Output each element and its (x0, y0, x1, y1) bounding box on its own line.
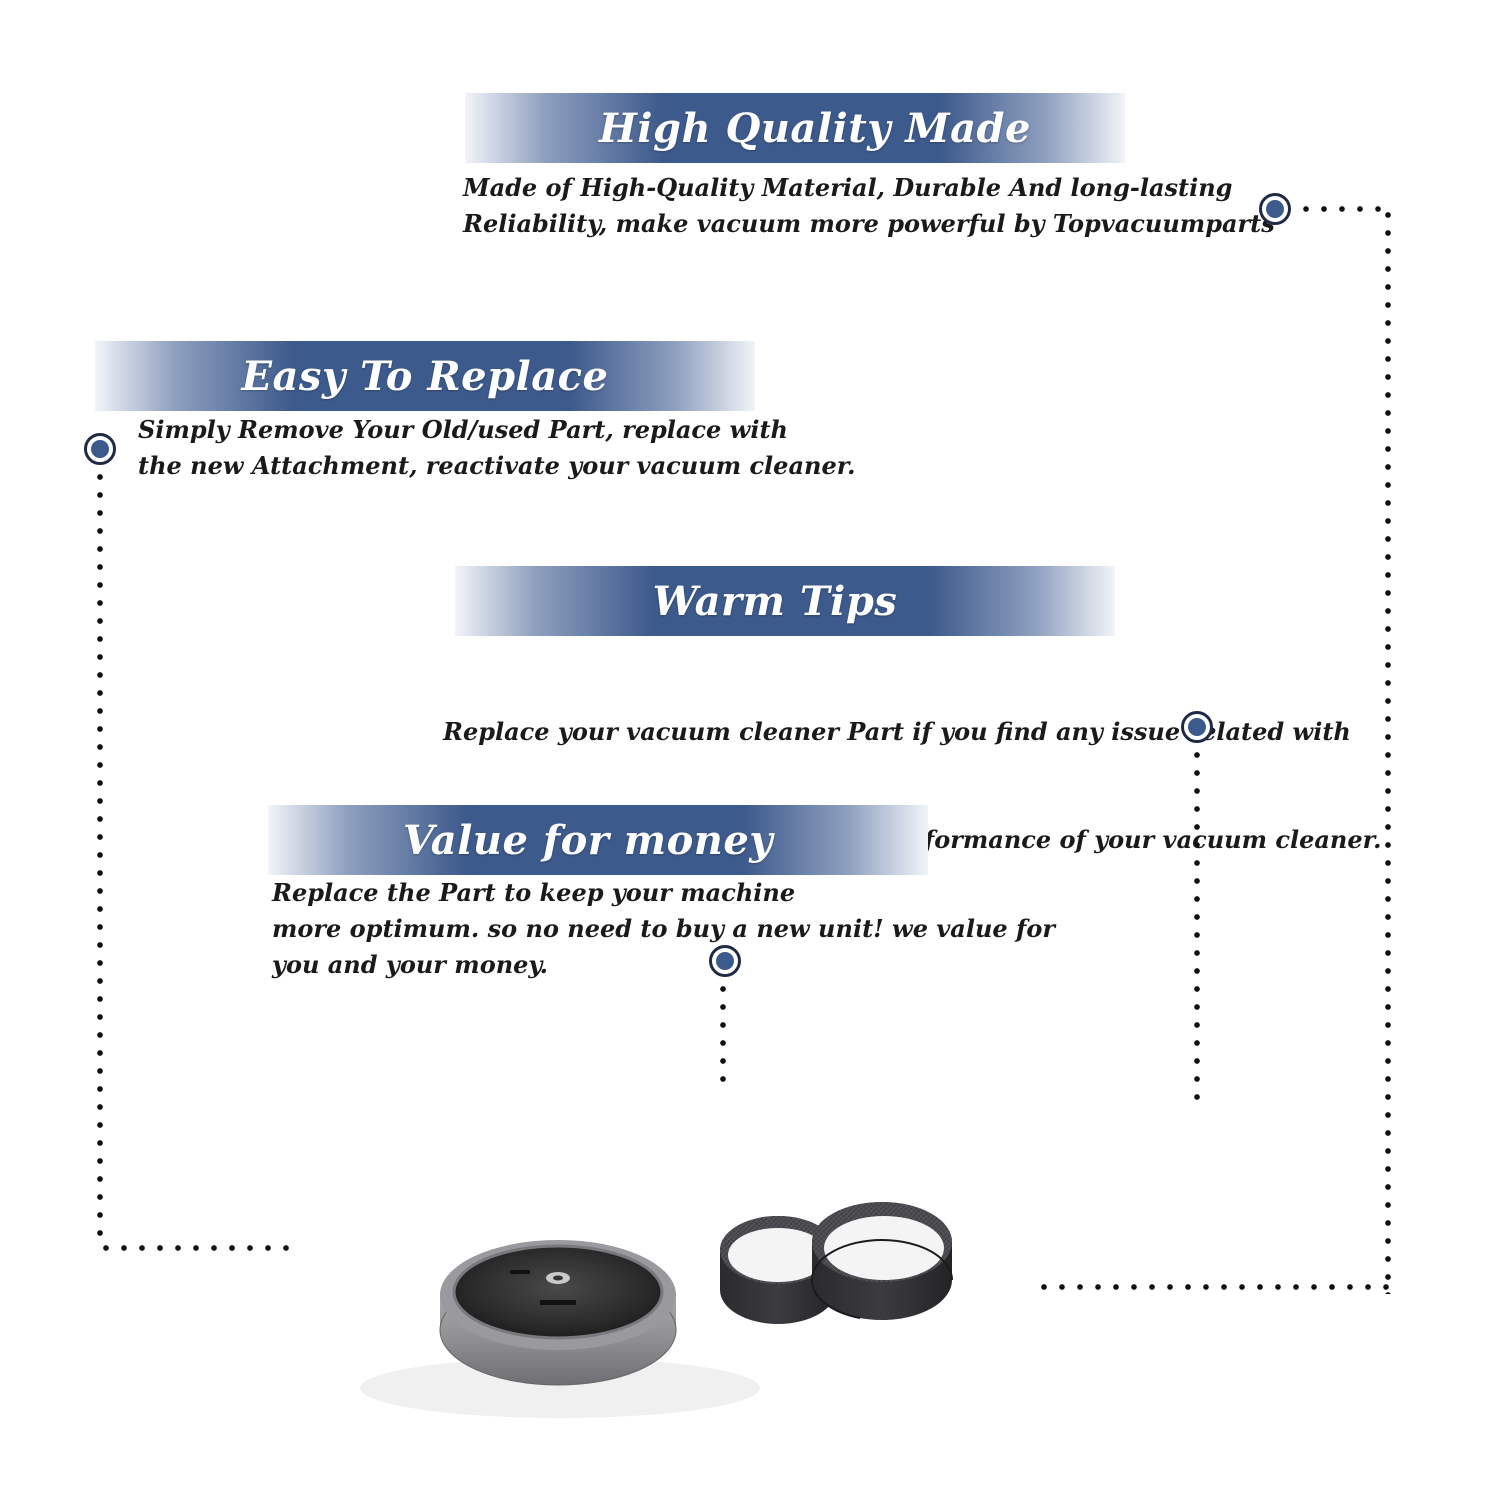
bullet-icon (84, 433, 116, 465)
bullet-icon (709, 945, 741, 977)
description-line: Made of High-Quality Material, Durable A… (463, 173, 1233, 202)
section-title: Warm Tips (652, 577, 898, 625)
bullet-icon (1259, 193, 1291, 225)
dotted-connector (1194, 746, 1200, 1108)
dotted-connector (720, 980, 726, 1092)
section-description: Made of High-Quality Material, Durable A… (463, 170, 1275, 242)
bullet-icon (1181, 711, 1213, 743)
banner-high-quality: High Quality Made (465, 93, 1125, 163)
description-line: Reliability, make vacuum more powerful b… (463, 209, 1275, 238)
drive-belt-icon (720, 1202, 953, 1324)
vacuum-wheel-icon (439, 1240, 677, 1386)
description-line: you and your money. (272, 950, 548, 979)
dotted-connector (1035, 1284, 1391, 1290)
section-description: Replace the Part to keep your machine mo… (272, 875, 1055, 983)
section-title: Value for money (402, 816, 774, 864)
section-title: High Quality Made (599, 104, 1031, 152)
banner-easy-to-replace: Easy To Replace (95, 341, 755, 411)
banner-value-for-money: Value for money (268, 805, 928, 875)
dotted-connector (1297, 206, 1387, 212)
description-line: Replace the Part to keep your machine (272, 878, 796, 907)
dotted-connector (1385, 206, 1391, 1294)
description-line: more optimum. so no need to buy a new un… (272, 914, 1055, 943)
dotted-connector (97, 468, 103, 1248)
section-title: Easy To Replace (241, 352, 609, 400)
description-line: the new Attachment, reactivate your vacu… (138, 451, 856, 480)
dotted-connector (97, 1245, 299, 1251)
banner-warm-tips: Warm Tips (455, 566, 1115, 636)
description-line: Simply Remove Your Old/used Part, replac… (138, 415, 788, 444)
product-image (360, 1202, 953, 1418)
section-description: Simply Remove Your Old/used Part, replac… (138, 412, 856, 484)
description-line: Replace your vacuum cleaner Part if you … (443, 717, 1351, 746)
